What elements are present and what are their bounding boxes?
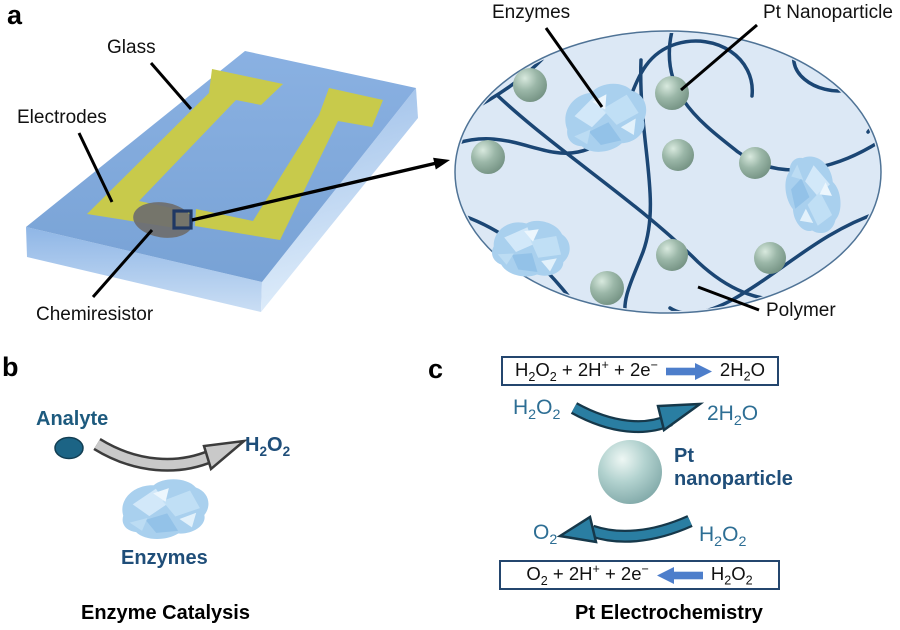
pt-nanoparticle-sphere: [656, 239, 688, 271]
polymer-leader-line: [697, 285, 760, 312]
glass-slide-right-face: [261, 88, 418, 312]
polymer-label: Polymer: [766, 300, 836, 321]
polymer-matrix-view: [454, 30, 882, 314]
water-product-label: 2H2O: [707, 402, 759, 430]
pt-label-line1: Pt: [674, 445, 694, 467]
right-electrode: [195, 88, 383, 240]
pt-nanoparticle-label-a: Pt Nanoparticle: [763, 2, 893, 23]
pt-nanoparticle-sphere: [739, 147, 771, 179]
chemiresistor-device: [26, 51, 418, 312]
chemiresistor-label: Chemiresistor: [36, 304, 154, 325]
electrodes-leader-line: [77, 132, 114, 203]
zoom-arrow: [191, 157, 450, 222]
h2o2-product-label: H2O2: [245, 434, 291, 459]
glass-label: Glass: [107, 37, 156, 58]
panel-letter-a: a: [7, 0, 23, 30]
oxidation-equation-lhs: O2 + 2H+ + 2e−: [526, 562, 649, 588]
zoom-arrow-head: [433, 157, 450, 170]
polymer-strand: [668, 210, 879, 311]
reduction-equation-box: H2O2 + 2H+ + 2e− 2H2O: [501, 356, 779, 386]
glass-slide-left-face: [26, 227, 262, 312]
o2-product-label: O2: [533, 521, 558, 549]
right-block-arrow-icon: [665, 362, 712, 380]
pt-label-line2: nanoparticle: [674, 468, 793, 490]
pt-nanoparticle-sphere: [754, 242, 786, 274]
glass-leader-line: [149, 62, 193, 110]
pt-nanoparticle-sphere: [655, 76, 689, 110]
leader-lines: [77, 23, 760, 312]
catalysis-arrow-head: [202, 439, 249, 472]
pt-nanoparticle-sphere: [471, 140, 505, 174]
chemiresistor-leader-line: [91, 229, 154, 298]
left-electrode: [87, 69, 283, 230]
pt-nanoparticle-leader-line: [680, 23, 758, 92]
analyte-label: Analyte: [36, 408, 109, 430]
reduction-equation-lhs: H2O2 + 2H+ + 2e−: [515, 358, 658, 384]
oxidation-equation-box: O2 + 2H+ + 2e− H2O2: [499, 560, 780, 590]
enzyme-catalysis-caption: Enzyme Catalysis: [81, 602, 250, 624]
oxidation-equation-rhs: H2O2: [710, 562, 753, 588]
glass-slide-top-face: [26, 51, 416, 282]
pt-electrochemistry-scheme: [556, 402, 705, 544]
pt-nanoparticle-sphere: [662, 139, 694, 171]
panel-letter-b: b: [2, 352, 19, 382]
zoom-region-square: [172, 209, 193, 230]
pt-nanoparticles: [471, 68, 786, 305]
pt-electrochemistry-caption: Pt Electrochemistry: [575, 602, 763, 624]
reduction-equation-rhs: 2H2O: [719, 358, 765, 384]
pt-nanoparticle-sphere: [590, 271, 624, 305]
pt-nanoparticle-sphere: [513, 68, 547, 102]
oxidation-arrow-head: [556, 515, 598, 544]
panel-letter-c: c: [428, 354, 444, 384]
catalysis-arrow: [93, 437, 249, 472]
enzymes-label-a: Enzymes: [492, 2, 571, 23]
oxidation-arrow: [556, 515, 693, 544]
analyte-dot: [54, 436, 84, 460]
enzyme-blob-catalysis: [120, 477, 211, 541]
electrodes-label: Electrodes: [17, 107, 107, 128]
enzyme-catalysis-scheme: [54, 436, 249, 541]
h2o2-reactant-bottom-label: H2O2: [699, 523, 747, 551]
reduction-arrow-head: [656, 402, 705, 433]
h2o2-reactant-top-label: H2O2: [513, 396, 561, 424]
pt-nanoparticle-large-sphere: [598, 440, 662, 504]
left-block-arrow-icon: [656, 566, 703, 584]
enzymes-label-b: Enzymes: [121, 547, 208, 569]
reduction-arrow: [570, 402, 705, 434]
enzymes-leader-line: [544, 27, 604, 108]
